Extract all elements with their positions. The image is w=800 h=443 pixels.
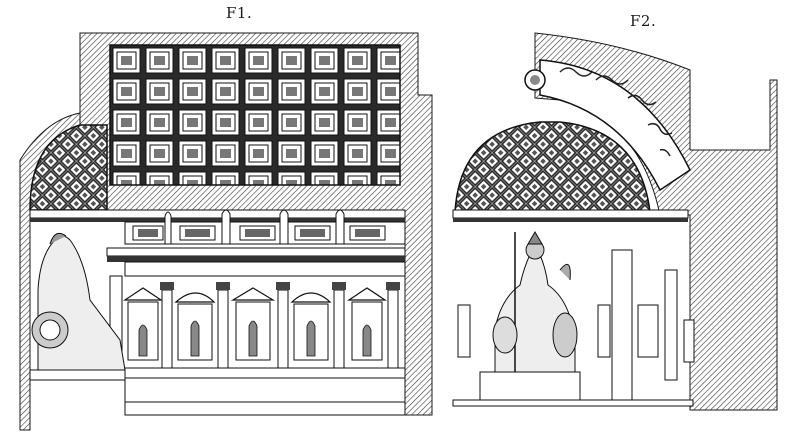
coffered-ceiling xyxy=(109,44,401,186)
figure-2-section xyxy=(452,32,778,411)
ornamental-arch xyxy=(539,59,691,192)
athena-statue-left xyxy=(29,232,126,381)
figure-1-section xyxy=(19,32,433,431)
athena-statue-right xyxy=(479,231,581,401)
figure-1-label: F1. xyxy=(226,4,253,22)
figure-2-label: F2. xyxy=(630,12,657,30)
coffered-dome-left xyxy=(29,124,108,211)
coffered-dome-right xyxy=(454,121,651,213)
